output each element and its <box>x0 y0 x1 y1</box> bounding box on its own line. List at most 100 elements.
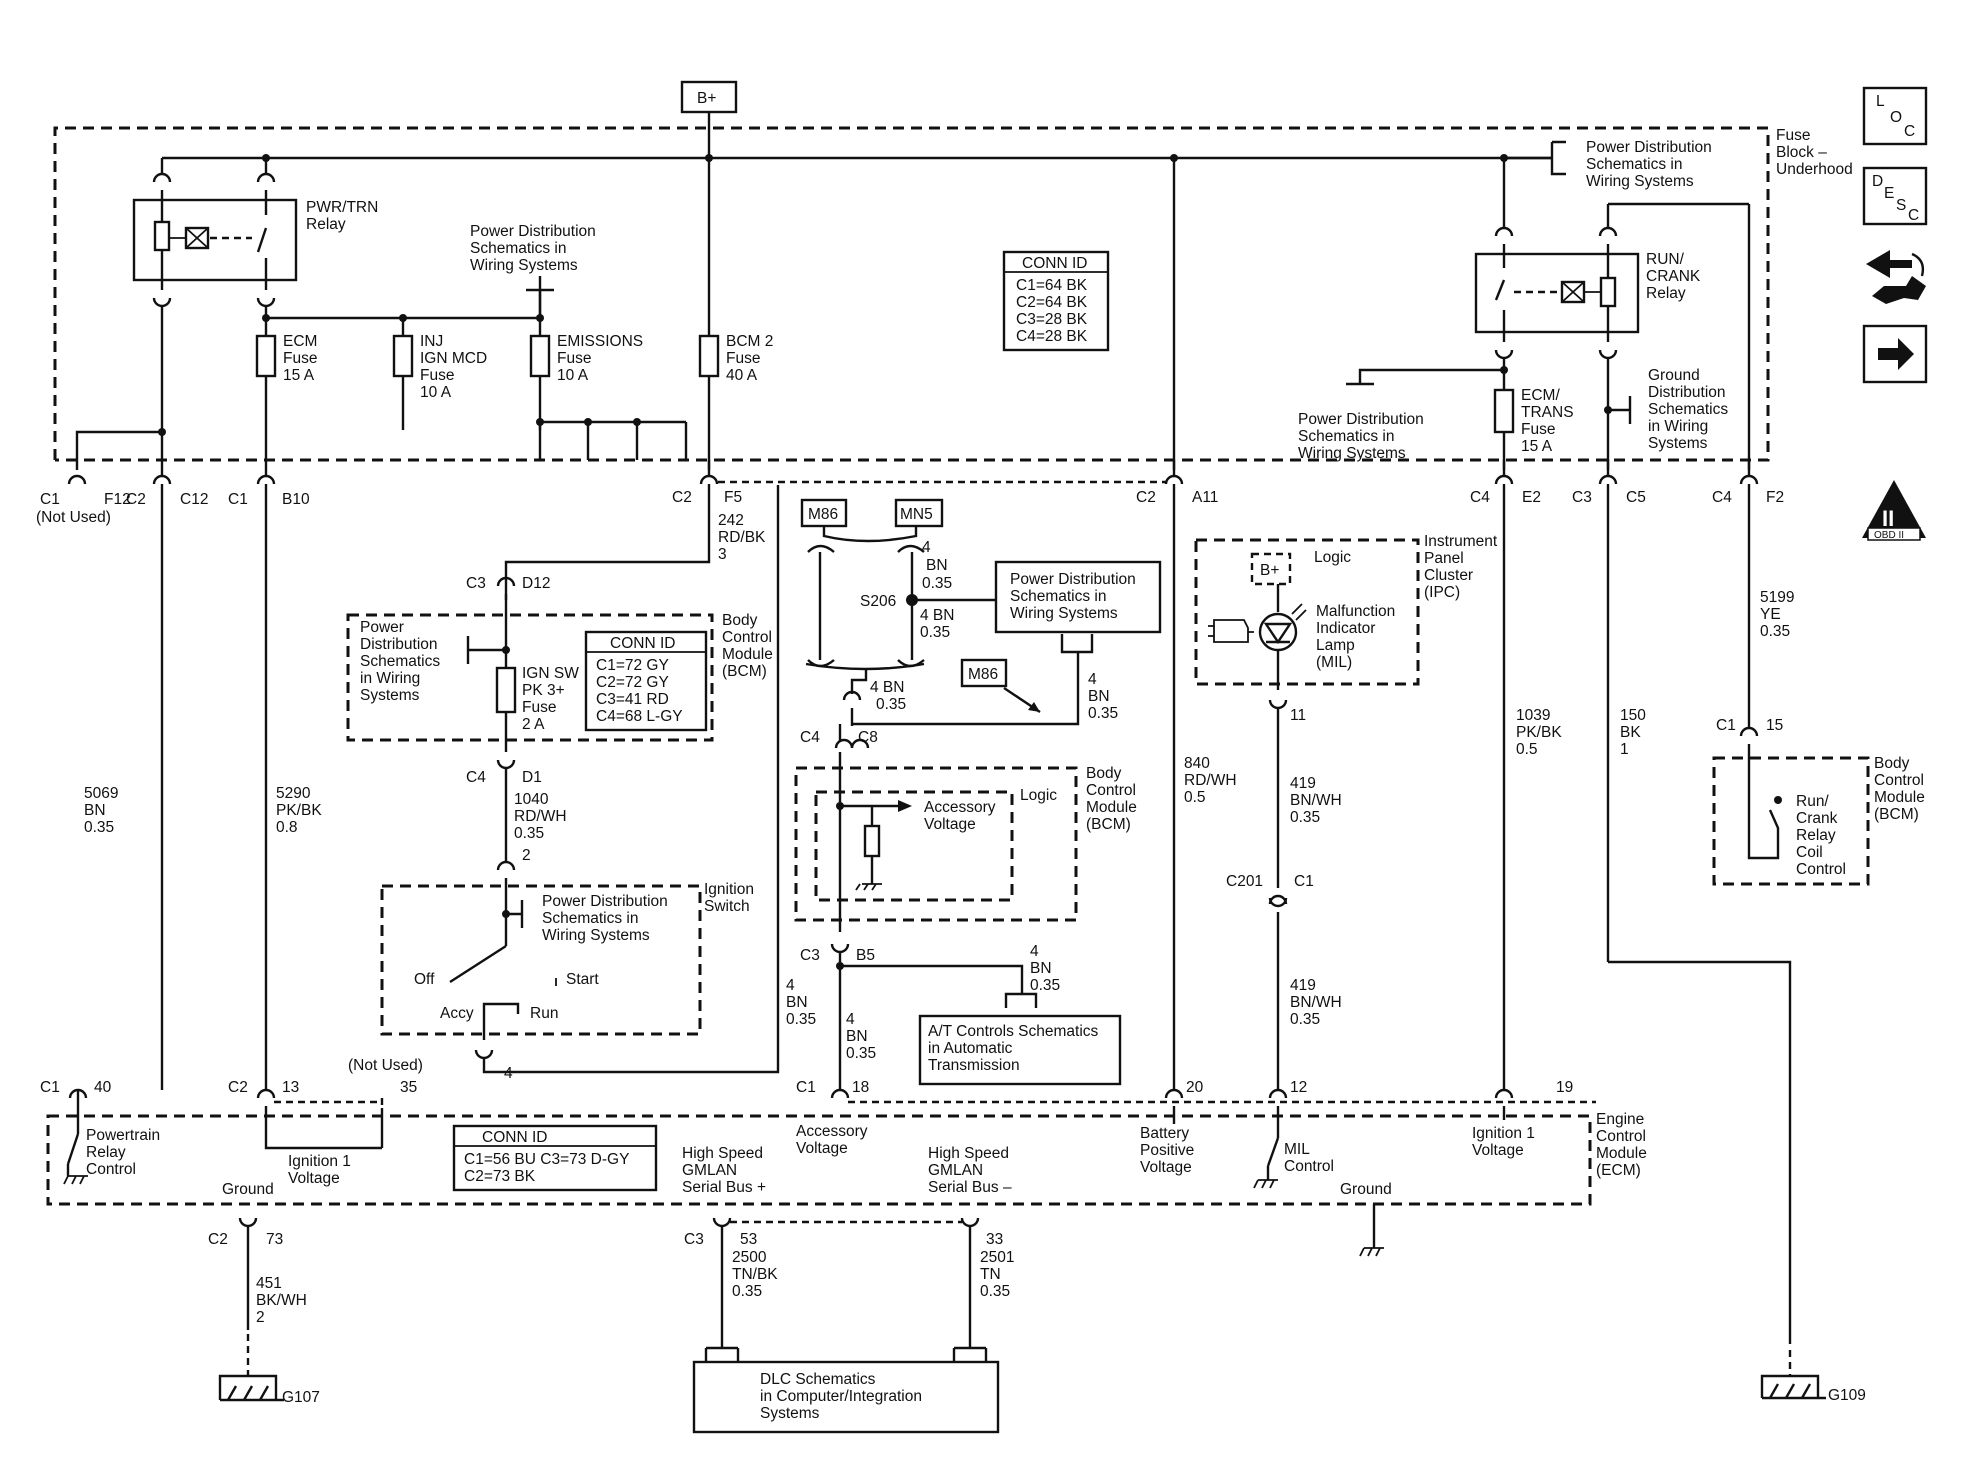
bn-g-1: 4 <box>846 1011 855 1028</box>
conn-id-fb-3: C3=28 BK <box>1016 311 1088 328</box>
pd-center-2: Schematics in <box>1010 588 1106 605</box>
conn-c4-d: C4 <box>466 769 486 786</box>
w5199-2: YE <box>1760 606 1781 623</box>
w451-1: 451 <box>256 1275 282 1292</box>
gd-2: Distribution <box>1648 384 1726 401</box>
ign-pin-2: 2 <box>522 847 531 864</box>
w5069-1: 5069 <box>84 785 118 802</box>
conn-c201: C201 <box>1226 873 1263 890</box>
conn-c1-b: C1 <box>228 491 248 508</box>
ecm-hs-plus-3: Serial Bus + <box>682 1179 766 1196</box>
ecm-ign1b-1: Ignition 1 <box>1472 1125 1535 1142</box>
description-button[interactable]: D E S C <box>1862 166 1928 226</box>
conn-id-ecm-2: C2=73 BK <box>464 1168 536 1185</box>
conn-c8: C8 <box>858 729 878 746</box>
ign-run: Run <box>530 1005 558 1022</box>
ecm-batt-3: Voltage <box>1140 1159 1192 1176</box>
location-button[interactable]: L O C <box>1862 86 1928 146</box>
dlc-2: in Computer/Integration <box>760 1388 922 1405</box>
conn-id-bcm-2: C2=72 GY <box>596 674 669 691</box>
ecm-ground-1: Ground <box>222 1181 274 1198</box>
ipc-name-1: Instrument <box>1424 533 1498 550</box>
fuse-bcm2-3: 40 A <box>726 367 758 384</box>
bcm-accessory-2: Voltage <box>924 816 976 833</box>
ign-accy: Accy <box>440 1005 474 1022</box>
ref-power-distribution-top-right: Power Distribution Schematics in Wiring … <box>1504 139 1712 190</box>
bcm-rc-5: Control <box>1796 861 1846 878</box>
m86b-label: M86 <box>968 666 998 683</box>
w150-2: BK <box>1620 724 1641 741</box>
fuse-ecm-trans-3: Fuse <box>1521 421 1555 438</box>
desc-s: S <box>1896 197 1906 214</box>
dlc-1: DLC Schematics <box>760 1371 876 1388</box>
conn-c2-a: C2 <box>1136 489 1156 506</box>
fuse-ecm-1: ECM <box>283 333 317 350</box>
bn-d-1: 4 BN <box>870 679 904 696</box>
fuse-ecm: ECM Fuse 15 A <box>255 333 317 384</box>
ground-g109: G109 <box>1828 1387 1866 1404</box>
w1040-1: 1040 <box>514 791 549 808</box>
gd-1: Ground <box>1648 367 1700 384</box>
bn-a-1: 4 <box>786 977 795 994</box>
fuse-ignsw-1: IGN SW <box>522 665 579 682</box>
pd-right-mid-2: Schematics in <box>1298 428 1394 445</box>
conn-d12: D12 <box>522 575 550 592</box>
ecm-batt-2: Positive <box>1140 1142 1194 1159</box>
m86-label: M86 <box>808 506 838 523</box>
obd-ii-numeral: II <box>1882 506 1894 531</box>
conn-c3-d: C3 <box>466 575 486 592</box>
bcm-rc-3: Relay <box>1796 827 1836 844</box>
conn-id-ecm-title: CONN ID <box>482 1129 547 1146</box>
fuse-inj-1: INJ <box>420 333 443 350</box>
w2500-1: 2500 <box>732 1249 767 1266</box>
ecm-accv-1: Accessory <box>796 1123 868 1140</box>
fuse-block-name-2: Block – <box>1776 144 1827 161</box>
w1040-3: 0.35 <box>514 825 544 842</box>
conn-c3-b: C3 <box>800 947 820 964</box>
pd-ign-1: Power Distribution <box>542 893 668 910</box>
bn-e-2: BN <box>1088 688 1110 705</box>
w5290-2: PK/BK <box>276 802 322 819</box>
pwr-trn-relay: PWR/TRN Relay <box>132 158 378 308</box>
w419a-3: 0.35 <box>1290 809 1320 826</box>
run-crank-relay-2: CRANK <box>1646 268 1701 285</box>
w150-1: 150 <box>1620 707 1646 724</box>
w242-1: 242 <box>718 512 744 529</box>
pd-bcm-5: Systems <box>360 687 420 704</box>
bn-g-2: BN <box>846 1028 868 1045</box>
conn-c3-c: C3 <box>1572 489 1592 506</box>
bn-b-1: 4 <box>922 539 931 556</box>
bcm-run-crank: C1 15 Body Control Module (BCM) Run/ Cra… <box>1712 717 1925 886</box>
w1040-2: RD/WH <box>514 808 567 825</box>
bcm-name2-3: Module <box>1086 799 1137 816</box>
conn-f5: F5 <box>724 489 742 506</box>
ref-power-distribution-center: Power Distribution Schematics in Wiring … <box>852 560 1162 726</box>
conn-f12: F12 <box>104 491 131 508</box>
connector-tool-icon[interactable] <box>1866 250 1926 304</box>
ecm-mil-1: MIL <box>1284 1141 1310 1158</box>
obd-ii-text: OBD II <box>1874 530 1904 541</box>
ecm-13: 13 <box>282 1079 299 1096</box>
ecm-name-4: (ECM) <box>1596 1162 1641 1179</box>
desc-c: C <box>1908 207 1919 224</box>
bn-d-2: 0.35 <box>876 696 906 713</box>
next-arrow-button[interactable] <box>1862 324 1928 384</box>
w419b-3: 0.35 <box>1290 1011 1320 1028</box>
w5199-1: 5199 <box>1760 589 1794 606</box>
bcm-name2-2: Control <box>1086 782 1136 799</box>
nav-icons[interactable]: L O C D E S C II OBD II <box>1862 86 1928 541</box>
w150-3: 1 <box>1620 741 1629 758</box>
w5290-3: 0.8 <box>276 819 298 836</box>
ecm-name-2: Control <box>1596 1128 1646 1145</box>
w451-2: BK/WH <box>256 1292 307 1309</box>
bcm-accessory-1: Accessory <box>924 799 996 816</box>
bn-b-3: 0.35 <box>922 575 952 592</box>
ecm-c1-18: C1 <box>796 1079 816 1096</box>
bn-b-2: BN <box>926 557 948 574</box>
ecm-hs-plus-1: High Speed <box>682 1145 763 1162</box>
ignition-switch: Ignition Switch Power Distribution Schem… <box>380 492 816 1082</box>
run-crank-relay-1: RUN/ <box>1646 251 1685 268</box>
conn-c5: C5 <box>1626 489 1646 506</box>
pd-bcm-1: Power <box>360 619 404 636</box>
ipc-name-2: Panel <box>1424 550 1464 567</box>
